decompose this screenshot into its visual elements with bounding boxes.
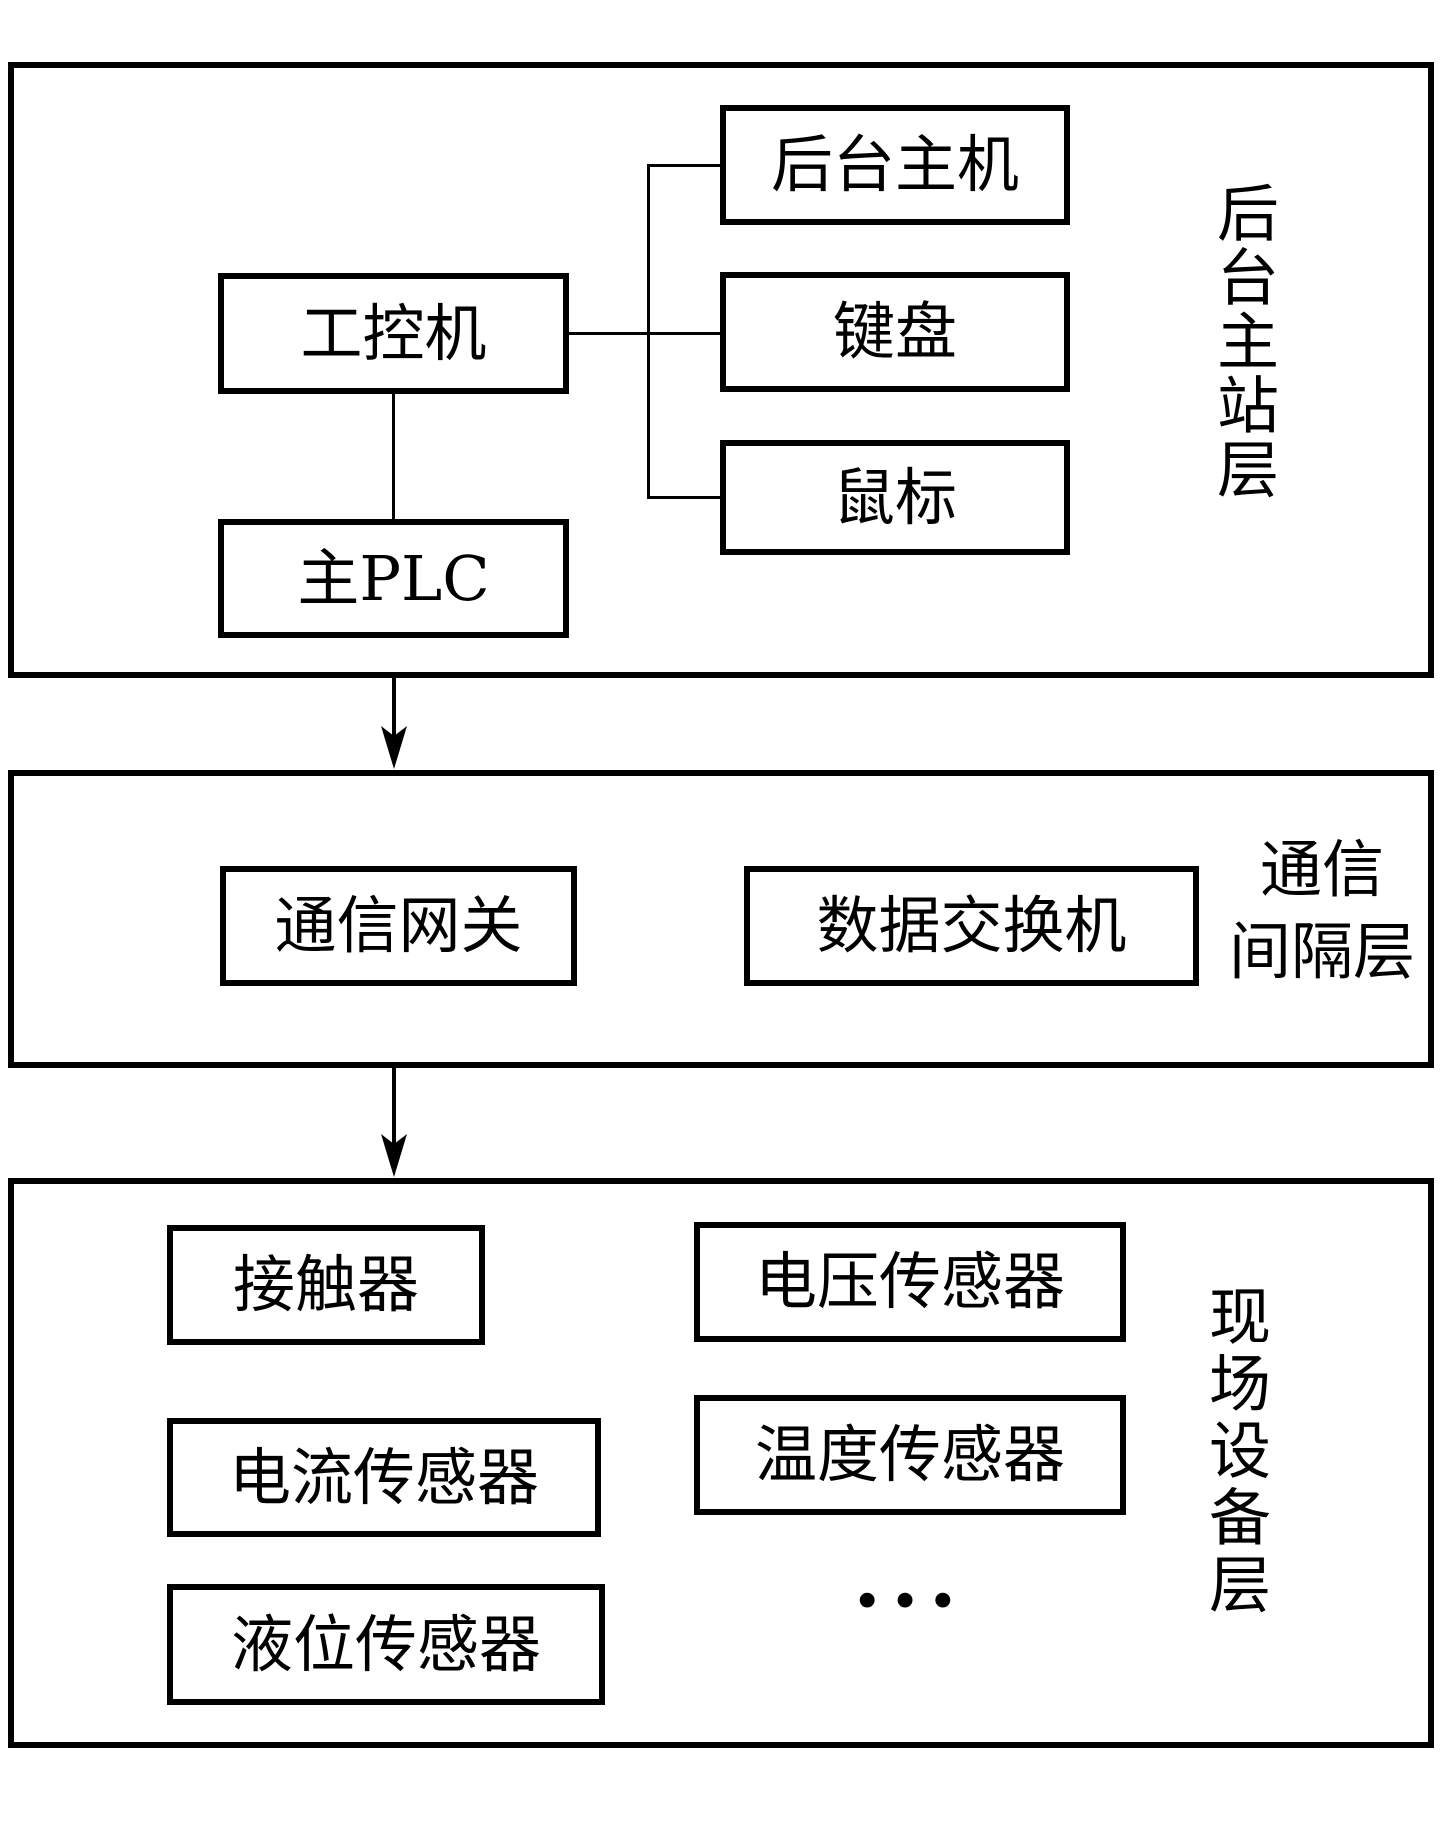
node-backend-host-label: 后台主机 [770, 128, 1019, 201]
node-mouse: 鼠标 [720, 440, 1070, 555]
connector-pc-to-keyboard [569, 332, 720, 335]
node-voltage-sensor-label: 电压传感器 [754, 1245, 1065, 1318]
node-level-sensor: 液位传感器 [167, 1584, 605, 1705]
node-industrial-pc: 工控机 [218, 273, 569, 394]
node-voltage-sensor: 电压传感器 [694, 1222, 1126, 1342]
node-mouse-label: 鼠标 [832, 460, 957, 534]
node-temperature-sensor-label: 温度传感器 [754, 1418, 1065, 1491]
connector-pc-to-plc [392, 394, 395, 519]
node-main-plc-label: 主PLC [297, 541, 490, 615]
node-backend-host: 后台主机 [720, 105, 1070, 225]
down-arrow-icon [381, 678, 407, 769]
layer2-label-line2: 间隔层 [1228, 915, 1415, 988]
node-comm-gateway-label: 通信网关 [274, 889, 523, 962]
connector-vertical-bus [647, 164, 650, 499]
down-arrow-icon [381, 1068, 407, 1177]
layer2-label-line1: 通信 [1259, 833, 1384, 906]
node-contactor-label: 接触器 [232, 1248, 419, 1321]
more-devices-ellipsis: ··· [853, 1553, 967, 1647]
node-contactor: 接触器 [167, 1225, 485, 1345]
layer3-label: 现场设备层 [1198, 1284, 1271, 1619]
node-industrial-pc-label: 工控机 [300, 296, 487, 370]
connector-bus-to-mouse [647, 496, 720, 499]
node-data-switch-label: 数据交换机 [816, 889, 1127, 962]
connector-bus-to-host [647, 164, 720, 167]
node-main-plc: 主PLC [218, 519, 569, 638]
layer1-label: 后台主站层 [1206, 181, 1279, 501]
node-temperature-sensor: 温度传感器 [694, 1395, 1126, 1515]
node-comm-gateway: 通信网关 [220, 866, 577, 986]
node-data-switch: 数据交换机 [744, 866, 1199, 986]
layer2-label: 通信 间隔层 [1212, 829, 1432, 993]
node-level-sensor-label: 液位传感器 [230, 1607, 541, 1681]
node-current-sensor: 电流传感器 [167, 1418, 601, 1537]
node-keyboard: 键盘 [720, 272, 1070, 392]
node-keyboard-label: 键盘 [832, 295, 957, 368]
node-current-sensor-label: 电流传感器 [228, 1440, 539, 1514]
